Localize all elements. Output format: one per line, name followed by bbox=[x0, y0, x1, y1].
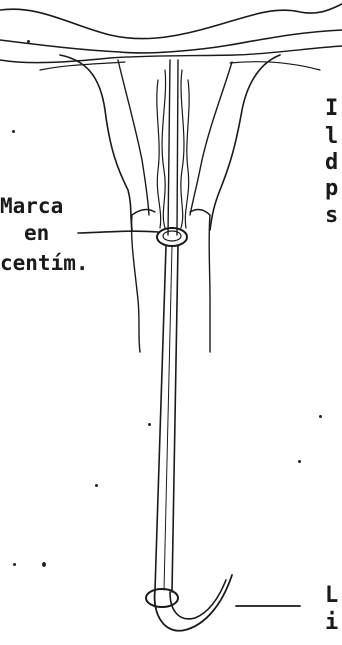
right-text-char-4: p bbox=[325, 178, 338, 200]
speck bbox=[12, 130, 15, 133]
marca-label-line2: en bbox=[24, 223, 49, 244]
sound-twist-left-b bbox=[162, 70, 166, 228]
wall-right-cuff bbox=[190, 210, 210, 215]
hook-tip bbox=[155, 575, 232, 631]
sound-rod-core bbox=[164, 246, 172, 590]
speck bbox=[95, 484, 98, 487]
right-text-char-2: l bbox=[325, 126, 338, 148]
sound-core-left bbox=[168, 60, 170, 235]
sound-twist-right bbox=[185, 80, 189, 228]
marca-pointer-line bbox=[78, 231, 158, 233]
marca-label-line3: centím. bbox=[0, 253, 89, 274]
tissue-layer-bottom bbox=[40, 62, 320, 70]
cervix-right-wall-inner bbox=[190, 62, 232, 215]
speck bbox=[148, 423, 151, 426]
wall-left-lower bbox=[132, 215, 140, 352]
sound-rod-right bbox=[172, 246, 178, 592]
speck bbox=[42, 562, 46, 567]
cervix-left-wall-inner bbox=[118, 60, 149, 215]
sound-rod-left bbox=[155, 246, 166, 590]
speck bbox=[298, 460, 301, 463]
right-bottom-char-1: L bbox=[325, 585, 338, 607]
wall-left-cuff bbox=[132, 210, 155, 215]
speck bbox=[27, 40, 30, 43]
sound-core-right bbox=[177, 60, 178, 235]
marca-label-line1: Marca bbox=[0, 196, 63, 217]
sound-twist-left bbox=[157, 80, 161, 228]
right-text-char-3: d bbox=[325, 152, 338, 174]
sound-twist-right-b bbox=[181, 70, 184, 228]
lower-bead bbox=[146, 589, 178, 607]
right-bottom-char-2: i bbox=[325, 612, 338, 634]
right-text-char-5: s bbox=[325, 205, 338, 227]
cervix-right-wall-outer bbox=[210, 55, 280, 230]
wall-right-lower bbox=[209, 215, 210, 352]
right-text-char-1: I bbox=[325, 98, 338, 120]
tissue-layer-lower bbox=[0, 46, 342, 63]
cervix-left-wall-outer bbox=[60, 55, 132, 230]
speck bbox=[319, 415, 322, 418]
tissue-layer-mid bbox=[0, 30, 342, 53]
tissue-layer-top bbox=[0, 4, 342, 39]
speck bbox=[13, 563, 16, 566]
